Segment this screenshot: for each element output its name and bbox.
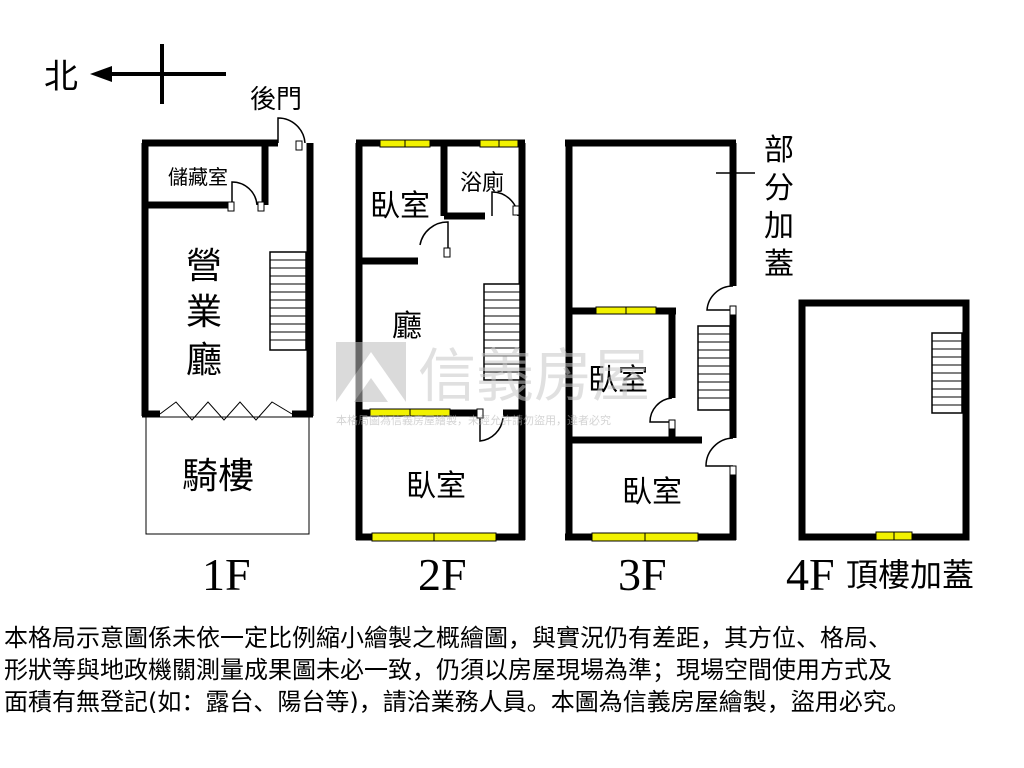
floor-4-plan: 4F 頂樓加蓋: [786, 299, 974, 600]
floor-plan-diagram: 北 後門: [44, 44, 974, 600]
rooftop-addition-label: 頂樓加蓋: [846, 556, 974, 594]
floor-2-plan: 臥室 浴廁 廳 臥室 2F: [355, 139, 526, 600]
compass-north-label: 北: [44, 57, 78, 97]
business-hall-label-1: 營: [186, 246, 222, 287]
floor-3-plan: 部 分 加 蓋 臥室 臥室 3F: [565, 133, 794, 600]
floor-2-windows: [369, 139, 519, 542]
partial-addition-label-1: 部: [764, 133, 794, 168]
hall-2f-label: 廳: [392, 309, 422, 344]
bedroom-3f-middle-label: 臥室: [588, 363, 648, 398]
arcade-outline: [145, 416, 310, 535]
floor-3-label: 3F: [618, 549, 667, 600]
floor-3-windows: [591, 306, 699, 542]
floor-1-label: 1F: [202, 549, 251, 600]
compass: 北: [44, 44, 226, 104]
business-hall-label-2: 業: [186, 292, 222, 333]
disclaimer-line-3: 面積有無登記(如：露台、陽台等)，請洽業務人員。本圖為信義房屋繪製，盜用必究。: [4, 688, 911, 716]
partial-addition-label-3: 加: [764, 209, 794, 244]
north-arrow-icon: [90, 66, 112, 82]
bedroom-2f-bottom-label: 臥室: [406, 469, 466, 504]
disclaimer-line-1: 本格局示意圖係未依一定比例縮小繪製之概繪圖，與實況仍有差距，其方位、格局、: [4, 624, 892, 652]
bedroom-2f-bottom-door: [479, 413, 504, 442]
floor-3-door-upper: [706, 285, 734, 311]
storage-room-label: 儲藏室: [168, 165, 228, 189]
business-hall-label-3: 廳: [186, 340, 222, 381]
floor-3-walls: [565, 139, 737, 541]
watermark: 信義房屋 本格局圖為信義房屋繪製，未經允許請勿盜用，違者必究: [336, 342, 650, 427]
bathroom-label: 浴廁: [460, 171, 504, 196]
storage-door: [231, 181, 258, 206]
folding-door: [159, 401, 293, 421]
floor-4-label: 4F: [786, 549, 835, 600]
disclaimer: 本格局示意圖係未依一定比例縮小繪製之概繪圖，與實況仍有差距，其方位、格局、 形狀…: [4, 622, 1020, 718]
partial-addition-label-2: 分: [764, 171, 794, 206]
floor-3-stairs: [697, 325, 731, 411]
watermark-notice: 本格局圖為信義房屋繪製，未經允許請勿盜用，違者必究: [336, 413, 611, 427]
floor-1-plan: 後門: [141, 85, 314, 600]
partial-addition-label-4: 蓋: [764, 247, 794, 282]
arcade-label: 騎樓: [182, 456, 254, 497]
bedroom-2f-top-door: [419, 221, 449, 254]
back-door: [277, 117, 306, 144]
watermark-brand: 信義房屋: [418, 342, 650, 410]
floor-1-stairs: [269, 251, 307, 351]
floor-1-walls: [141, 139, 314, 418]
watermark-logo-icon: [336, 342, 406, 402]
bedroom-2f-top-label: 臥室: [370, 189, 430, 224]
bedroom-3f-bottom-label: 臥室: [622, 475, 682, 510]
bedroom-3f-bottom-door: [705, 437, 734, 467]
bedroom-3f-middle-door: [649, 397, 673, 423]
floor-2-stairs: [483, 283, 521, 381]
floor-4-stairs: [931, 332, 963, 414]
floor-2-label: 2F: [418, 549, 467, 600]
disclaimer-line-2: 形狀等與地政機關測量成果圖未必一致，仍須以房屋現場為準；現場空間使用方式及: [4, 656, 892, 684]
back-door-label: 後門: [250, 85, 302, 115]
